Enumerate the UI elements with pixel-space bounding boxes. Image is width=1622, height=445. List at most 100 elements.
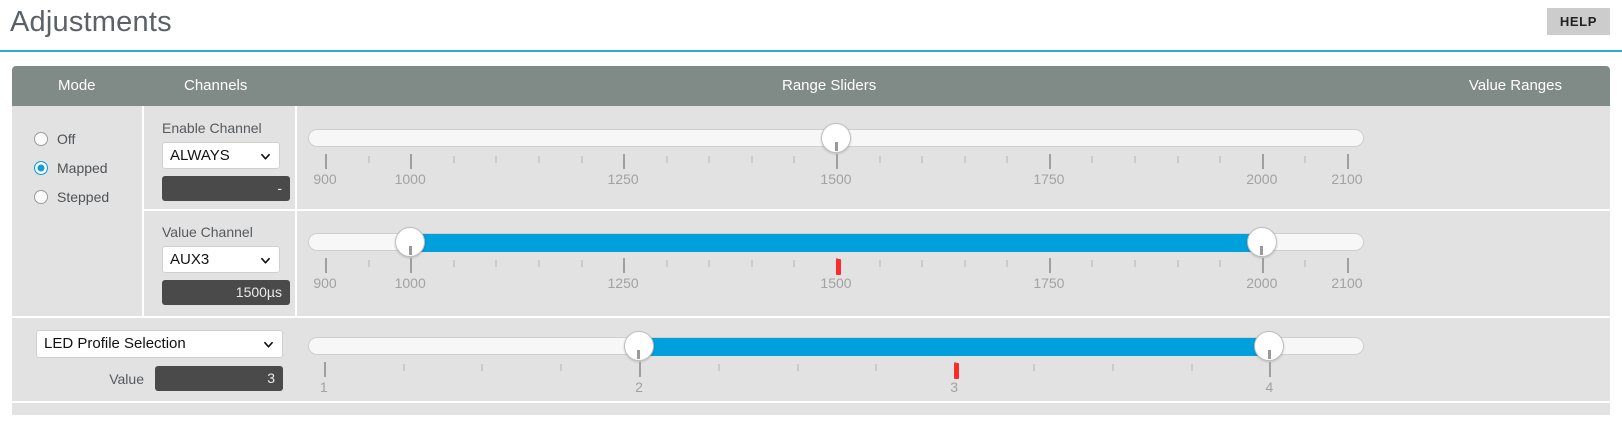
ruler-tick-minor — [1304, 156, 1307, 163]
ruler-tick-minor — [580, 260, 583, 267]
mode-radio-off[interactable]: Off — [34, 124, 134, 153]
slider-handle-1-1[interactable] — [1246, 227, 1277, 257]
ruler-tick-minor — [717, 364, 720, 371]
ruler-tick-major — [623, 258, 626, 273]
ruler-tick-label: 3 — [950, 379, 959, 395]
ruler-tick-minor — [1134, 156, 1137, 163]
ruler-tick-minor — [921, 260, 924, 267]
led-profile-select[interactable]: LED Profile Selection — [36, 330, 283, 358]
ruler-tick-major — [410, 258, 413, 273]
current-value-marker — [836, 259, 841, 275]
value-channel-block: Value Channel AUX3 1500µs — [162, 224, 290, 305]
ruler-tick-minor — [1111, 364, 1114, 371]
ruler-tick-label: 1000 — [394, 275, 426, 291]
ruler-tick-minor — [580, 156, 583, 163]
mode-label-off: Off — [57, 130, 76, 147]
ruler-tick-major — [325, 258, 328, 273]
slider-track-area-0[interactable] — [308, 122, 1364, 153]
slider-handle-1-0[interactable] — [395, 227, 426, 257]
mode-radio-mapped[interactable]: Mapped — [34, 153, 134, 182]
panel-footer — [12, 401, 1610, 415]
ruler-tick-minor — [875, 364, 878, 371]
ruler-tick-major — [1269, 362, 1272, 377]
ruler-tick-minor — [708, 156, 711, 163]
ruler-tick-minor — [452, 260, 455, 267]
current-value-marker — [954, 363, 960, 379]
ruler-tick-minor — [367, 156, 370, 163]
slider-track-area-1[interactable] — [308, 226, 1364, 257]
ruler-tick-minor — [452, 156, 455, 163]
ruler-tick-label: 1500 — [820, 275, 852, 291]
slider-fill-2 — [638, 338, 1270, 356]
help-button[interactable]: HELP — [1546, 8, 1610, 35]
value-channel-select[interactable]: AUX3 — [162, 246, 280, 273]
ruler-tick-minor — [878, 260, 881, 267]
ruler-tick-major — [1346, 154, 1349, 169]
ruler-tick-major — [325, 154, 328, 169]
ruler-tick-minor — [537, 156, 540, 163]
chevron-down-icon — [264, 341, 273, 348]
column-header-range-sliders: Range Sliders — [782, 77, 877, 94]
vertical-separator-mode — [142, 106, 144, 316]
led-profile-value-row: Value 3 — [36, 366, 283, 391]
ruler-tick-label: 2 — [635, 379, 643, 395]
ruler-tick-minor — [750, 260, 753, 267]
ruler-tick-minor — [1091, 156, 1094, 163]
ruler-tick-major — [1261, 258, 1264, 273]
ruler-tick-label: 1 — [319, 379, 328, 395]
page-title: Adjustments — [10, 6, 172, 38]
ruler-tick-minor — [750, 156, 753, 163]
ruler-tick-label: 1250 — [607, 171, 639, 187]
ruler-tick-major — [1261, 154, 1264, 169]
horizontal-separator — [142, 209, 1610, 211]
enable-channel-select[interactable]: ALWAYS — [162, 142, 280, 169]
value-channel-readout: 1500µs — [162, 280, 290, 305]
value-channel-caption: Value Channel — [162, 224, 253, 240]
radio-icon-off — [34, 131, 48, 146]
ruler-tick-minor — [963, 156, 966, 163]
ruler-tick-minor — [495, 156, 498, 163]
slider-handle-0-0[interactable] — [821, 123, 851, 153]
panel-main-section: Off Mapped Stepped Enable Channel ALWAYS… — [12, 106, 1610, 316]
ruler-tick-minor — [665, 156, 668, 163]
ruler-tick-major — [323, 362, 326, 377]
ruler-tick-minor — [481, 364, 484, 371]
column-header-wrap: Mode Channels Range Sliders Value Ranges — [0, 52, 1622, 106]
ruler-tick-minor — [793, 260, 796, 267]
ruler-tick-minor — [1219, 156, 1222, 163]
ruler-tick-minor — [1091, 260, 1094, 267]
slider-handle-2-1[interactable] — [1254, 331, 1285, 361]
radio-icon-mapped — [34, 160, 48, 175]
ruler-tick-major — [1346, 258, 1349, 273]
ruler-tick-minor — [1033, 364, 1035, 371]
ruler-tick-major — [638, 362, 641, 377]
column-header-bar: Mode Channels Range Sliders Value Ranges — [12, 66, 1610, 106]
ruler-tick-major — [1048, 154, 1051, 169]
ruler-tick-label: 2000 — [1246, 275, 1278, 291]
ruler-tick-label: 2000 — [1246, 171, 1278, 187]
ruler-tick-label: 4 — [1265, 379, 1274, 395]
ruler-tick-minor — [1176, 260, 1179, 267]
ruler-tick-label: 1500 — [820, 171, 852, 187]
mode-radio-stepped[interactable]: Stepped — [34, 182, 134, 211]
ruler-tick-minor — [1006, 156, 1009, 163]
ruler-tick-minor — [1006, 260, 1009, 267]
ruler-tick-minor — [560, 364, 563, 371]
ruler-tick-minor — [367, 260, 370, 267]
vertical-separator-channels — [295, 106, 297, 316]
ruler-tick-minor — [402, 364, 405, 371]
slider-track-area-2[interactable] — [308, 330, 1364, 361]
ruler-tick-label: 1750 — [1033, 171, 1065, 187]
led-profile-value-label: Value — [109, 370, 144, 387]
ruler-tick-minor — [665, 260, 668, 267]
ruler-tick-label: 900 — [313, 171, 337, 187]
slider-handle-2-0[interactable] — [623, 331, 654, 361]
ruler-tick-label: 2100 — [1331, 171, 1363, 187]
led-profile-value-readout: 3 — [155, 366, 283, 391]
